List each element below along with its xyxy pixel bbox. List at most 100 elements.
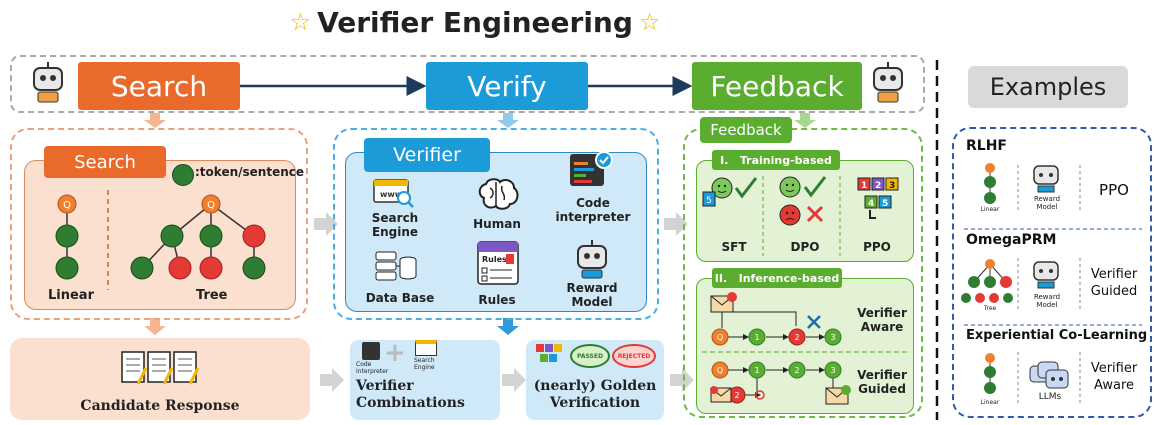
flow-node-label: 1 xyxy=(754,333,759,342)
svg-text:4: 4 xyxy=(868,199,874,209)
ecl-right-label: Verifier Aware xyxy=(1090,361,1138,393)
flow-node xyxy=(711,361,729,379)
tree-node xyxy=(168,256,192,280)
dpo-label: DPO xyxy=(790,240,820,254)
rejected-stamp-text: REJECTED xyxy=(617,352,651,360)
flow-node-label: Q xyxy=(717,366,723,375)
robot-icon xyxy=(28,62,68,104)
rules-icon: Rules xyxy=(476,240,520,286)
code-interpreter-label: Code interpreter xyxy=(555,196,631,224)
tree-node xyxy=(160,224,184,248)
tree-node xyxy=(199,224,223,248)
node-label: Q xyxy=(63,200,71,211)
omegaprm-right-label: Verifier Guided xyxy=(1090,267,1138,299)
tree-node xyxy=(55,256,79,280)
passed-stamp-text: PASSED xyxy=(577,352,603,360)
example-rlhf-title: RLHF xyxy=(966,138,1007,154)
pipeline-verify-button[interactable]: Verify xyxy=(426,62,588,110)
tree-node xyxy=(201,194,221,214)
training-icons: 5 1 2 3 4 5 xyxy=(702,176,899,256)
omegaprm-mid-label: Reward Model xyxy=(1033,293,1061,309)
tree-node xyxy=(130,256,154,280)
numbers-small-icon xyxy=(536,344,564,364)
svg-text:2: 2 xyxy=(875,181,881,191)
flow-node-label: Q xyxy=(717,333,723,342)
flow-node xyxy=(748,361,766,379)
token-legend-icon xyxy=(172,164,194,186)
search-trees: Q Q xyxy=(55,190,266,290)
training-based-header: I. Training-based xyxy=(712,150,840,170)
svg-text:5: 5 xyxy=(706,196,712,206)
verifier-panel-label: Verifier xyxy=(364,138,490,172)
feedback-panel-label: Feedback xyxy=(700,117,792,143)
rules-label: Rules xyxy=(478,293,516,307)
candidate-response-label: Candidate Response xyxy=(80,398,240,414)
flow-node-label: 1 xyxy=(754,366,759,375)
flow-node xyxy=(788,361,806,379)
rules-icon-text: Rules xyxy=(482,255,507,264)
verifier-combinations-label: Verifier Combinations xyxy=(356,378,465,411)
search-engine-small-icon xyxy=(415,340,437,356)
search-panel-label: Search xyxy=(44,146,166,178)
ecl-left-label: Linear xyxy=(980,399,1000,406)
inference-flows: Q 1 2 3 Q 1 2 3 2 xyxy=(702,292,910,405)
pipeline-feedback-button[interactable]: Feedback xyxy=(692,62,862,110)
star-icon: ☆ xyxy=(638,8,661,36)
tree-node xyxy=(242,256,266,280)
pipeline-frame xyxy=(10,55,925,113)
ecl-mid-label: LLMs xyxy=(1038,392,1062,402)
reward-model-label: Reward Model xyxy=(566,281,618,309)
flow-node-label: 3 xyxy=(830,366,835,375)
feedback-panel-frame xyxy=(683,128,923,418)
tree-node xyxy=(57,194,77,214)
documents-icon xyxy=(118,348,202,388)
search-engine-label: Search Engine xyxy=(371,211,419,239)
linear-label: Linear xyxy=(48,288,94,303)
plus-icon: + xyxy=(384,338,406,368)
search-panel-frame xyxy=(10,128,308,320)
example-omegaprm-title: OmegaPRM xyxy=(966,232,1057,248)
omegaprm-left-label: Tree xyxy=(983,305,997,312)
dpo-icon xyxy=(779,176,827,226)
ppo-label: PPO xyxy=(863,240,891,254)
verifier-guided-label: Verifier Guided xyxy=(857,368,907,396)
combo-search-engine-label: Search Engine xyxy=(414,357,435,371)
pipeline-search-button[interactable]: Search xyxy=(78,62,240,110)
examples-header: Examples xyxy=(968,66,1128,108)
reward-model-icon xyxy=(572,240,612,280)
rlhf-right-label: PPO xyxy=(1099,181,1129,199)
node-label: Q xyxy=(207,200,215,211)
page-title: Verifier Engineering xyxy=(317,5,633,39)
database-icon xyxy=(374,250,418,284)
title-bar: ☆ Verifier Engineering ☆ xyxy=(265,2,685,42)
svg-text:5: 5 xyxy=(882,199,888,209)
ppo-icon: 1 2 3 4 5 xyxy=(857,177,899,219)
flow-node xyxy=(748,328,766,346)
golden-verification-label: (nearly) Golden Verification xyxy=(533,378,657,411)
flow-node xyxy=(788,328,806,346)
flow-node xyxy=(711,328,729,346)
svg-text:1: 1 xyxy=(861,181,867,191)
flow-node-label: 2 xyxy=(794,366,799,375)
svg-text:3: 3 xyxy=(889,181,895,191)
rejected-stamp: REJECTED xyxy=(612,344,656,368)
svg-text:www: www xyxy=(380,190,403,199)
code-interpreter-icon xyxy=(568,150,614,190)
token-legend-label: :token/sentence xyxy=(195,165,304,179)
passed-stamp: PASSED xyxy=(570,344,610,368)
flow-node-label: 2 xyxy=(734,391,739,400)
human-label: Human xyxy=(473,217,521,231)
star-icon: ☆ xyxy=(289,8,312,36)
rlhf-left-label: Linear xyxy=(980,206,1000,213)
example-ecl-title: Experiential Co-Learning xyxy=(966,328,1148,343)
search-engine-icon: www xyxy=(372,178,414,208)
verifier-panel-frame xyxy=(333,128,659,320)
tree-label: Tree xyxy=(196,288,228,303)
flow-node-label: 3 xyxy=(830,333,835,342)
inference-based-header: II. Inference-based xyxy=(712,268,842,288)
tree-node xyxy=(242,224,266,248)
rlhf-mid-label: Reward Model xyxy=(1033,195,1061,211)
verifier-aware-label: Verifier Aware xyxy=(857,306,907,334)
